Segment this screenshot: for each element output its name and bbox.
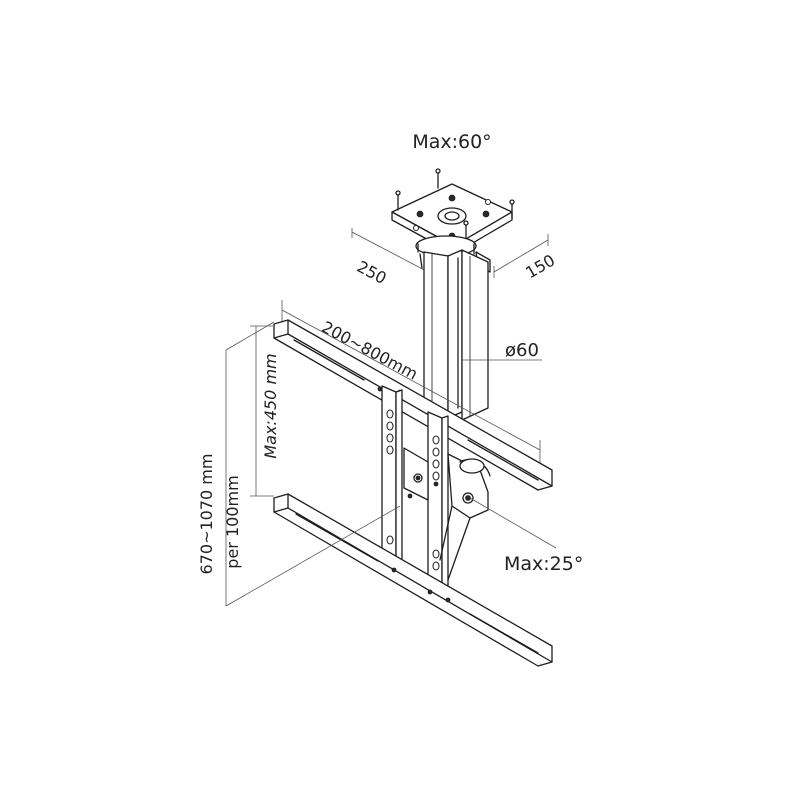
vesa-vertical-dimension: [250, 325, 274, 497]
tilt-bottom-label: Max:25°: [504, 553, 583, 575]
plate-width-dimension-line: [493, 239, 549, 273]
plate-width-label: 150: [522, 251, 558, 283]
bottom-rail-body: [273, 493, 553, 667]
tilt-bracket: [403, 447, 557, 581]
height-dimension: [225, 321, 401, 607]
ceiling-plate: [351, 168, 549, 280]
arm-adjustment-holes: [386, 409, 440, 571]
top-rail: [273, 319, 553, 491]
plate-depth-dimension-line: [351, 231, 433, 275]
vertical-arms: [381, 385, 449, 597]
pole-diameter-label: ø60: [505, 340, 539, 361]
pole: [423, 249, 542, 421]
bottom-rail: [273, 493, 553, 667]
tilt-bottom-dimension-line: [469, 497, 557, 549]
plate-bolts: [395, 168, 515, 241]
height-range-label: 670~1070 mm: [197, 454, 216, 575]
tilt-top-label: Max:60°: [412, 131, 491, 153]
height-step-label: per 100mm: [223, 475, 242, 568]
plate-depth-label: 250: [354, 257, 390, 288]
vesa-vertical-label: Max:450 mm: [261, 353, 280, 458]
